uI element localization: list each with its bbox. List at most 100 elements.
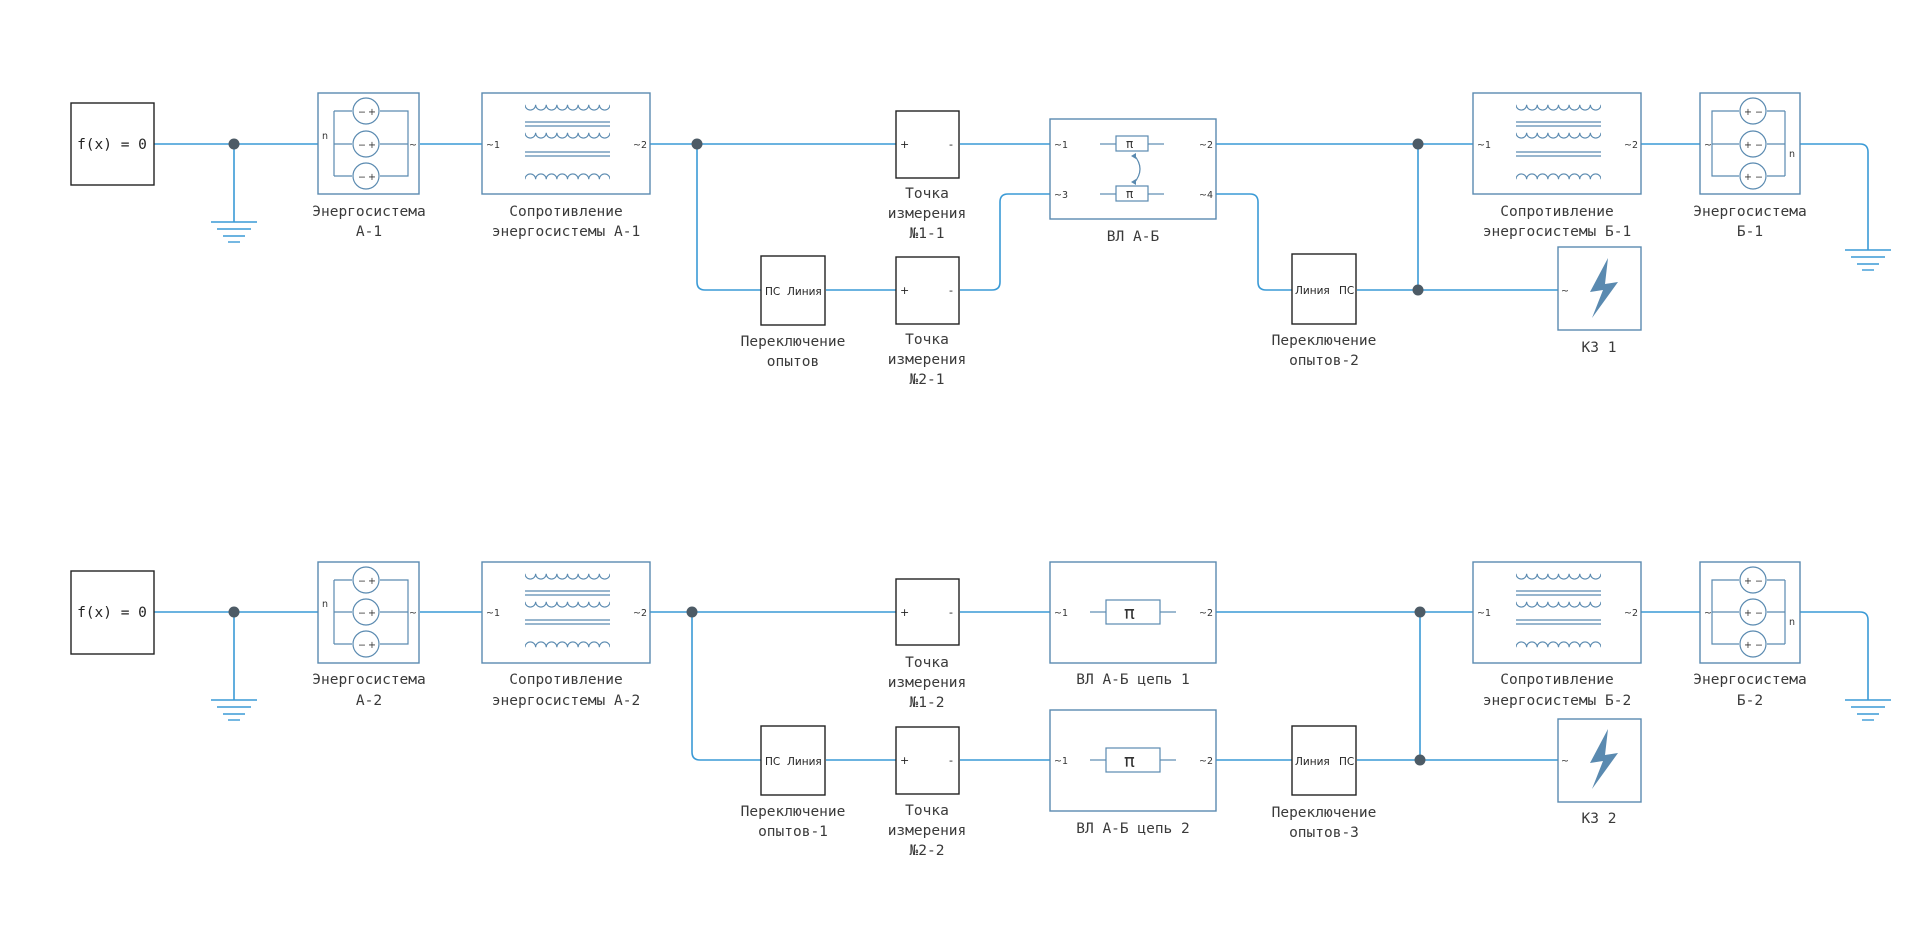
experiment-switch-3[interactable]: Линия ПС <box>1291 725 1357 796</box>
svg-text:+: + <box>1744 576 1752 587</box>
measurement-point-2-1[interactable]: + - <box>895 256 960 325</box>
svg-text:+: + <box>1744 107 1752 118</box>
port-2: ~2 <box>633 608 647 619</box>
svg-text:+: + <box>1744 172 1752 183</box>
svg-text:−: − <box>358 608 366 619</box>
ground-icon <box>1845 249 1891 271</box>
impedance-b2[interactable]: ~1 ~2 <box>1472 561 1642 664</box>
solver-block[interactable]: f(x) = 0 <box>70 102 155 186</box>
svg-text:−: − <box>1755 576 1763 587</box>
port-minus: - <box>949 606 953 619</box>
port-4: ~4 <box>1199 190 1213 201</box>
overhead-line-ab-circuit-1[interactable]: π ~1 ~2 <box>1049 561 1217 664</box>
ground-icon <box>1845 699 1891 721</box>
port-minus: - <box>949 284 953 297</box>
port-tilde: ~ <box>1704 608 1712 619</box>
svg-text:+: + <box>368 576 376 587</box>
measurement-point-1-1[interactable]: + - <box>895 110 960 179</box>
experiment-switch-2[interactable]: Линия ПС <box>1291 253 1357 325</box>
power-source-a1[interactable]: −+ −+ −+ n ~ <box>317 92 420 195</box>
experiment-switch[interactable]: ПС Линия <box>760 255 826 326</box>
port-right: ПС <box>1339 285 1354 297</box>
svg-text:+: + <box>1744 608 1752 619</box>
port-right: ПС <box>1339 756 1354 768</box>
port-2: ~2 <box>633 140 647 151</box>
svg-text:+: + <box>368 140 376 151</box>
junction-node <box>686 606 698 618</box>
port-n: n <box>322 599 328 610</box>
short-circuit-1[interactable]: ~ <box>1557 246 1642 331</box>
impedance-a2[interactable]: ~1 ~2 <box>481 561 651 664</box>
port-tilde: ~ <box>1561 756 1569 767</box>
port-left: Линия <box>1295 285 1330 297</box>
measurement-point-1-2[interactable]: + - <box>895 578 960 646</box>
port-plus: + <box>900 284 909 297</box>
port-tilde: ~ <box>1704 140 1712 151</box>
svg-text:π: π <box>1126 187 1133 201</box>
svg-text:−: − <box>358 576 366 587</box>
power-source-a2[interactable]: −+ −+ −+ n ~ <box>317 561 420 664</box>
short-circuit-1-label: КЗ 1 <box>1582 340 1617 356</box>
svg-text:−: − <box>358 640 366 651</box>
svg-text:−: − <box>358 107 366 118</box>
impedance-b1[interactable]: ~1 ~2 <box>1472 92 1642 195</box>
port-minus: - <box>949 138 953 151</box>
svg-text:−: − <box>358 172 366 183</box>
port-right: Линия <box>787 286 822 298</box>
power-source-b2[interactable]: +− +− +− ~ n <box>1699 561 1801 664</box>
port-n: n <box>1789 149 1795 160</box>
port-1: ~1 <box>1054 756 1068 767</box>
port-3: ~3 <box>1054 190 1068 201</box>
port-tilde: ~ <box>409 608 417 619</box>
junction-node <box>228 138 240 150</box>
junction-node <box>228 606 240 618</box>
solver-block[interactable]: f(x) = 0 <box>70 570 155 655</box>
port-1: ~1 <box>486 608 500 619</box>
port-right: Линия <box>787 756 822 768</box>
junction-node <box>1414 606 1426 618</box>
short-circuit-2[interactable]: ~ <box>1557 718 1642 803</box>
port-tilde: ~ <box>409 140 417 151</box>
svg-text:π: π <box>1126 137 1133 151</box>
port-minus: - <box>949 754 953 767</box>
overhead-line-ab[interactable]: π π ~1 ~3 ~2 ~4 <box>1049 118 1217 220</box>
overhead-line-ab-circuit-2-label: ВЛ А-Б цепь 2 <box>1076 821 1190 837</box>
svg-text:+: + <box>368 107 376 118</box>
port-1: ~1 <box>1054 140 1068 151</box>
svg-text:−: − <box>1755 640 1763 651</box>
svg-text:+: + <box>1744 640 1752 651</box>
svg-text:−: − <box>1755 172 1763 183</box>
svg-text:−: − <box>358 140 366 151</box>
impedance-a1[interactable]: ~1 ~2 <box>481 92 651 195</box>
svg-text:π: π <box>1124 751 1135 772</box>
port-tilde: ~ <box>1561 286 1569 297</box>
measurement-point-2-2[interactable]: + - <box>895 726 960 795</box>
lightning-icon <box>1590 729 1618 789</box>
overhead-line-ab-circuit-2[interactable]: π ~1 ~2 <box>1049 709 1217 812</box>
svg-text:π: π <box>1124 603 1135 624</box>
port-n: n <box>1789 617 1795 628</box>
port-plus: + <box>900 754 909 767</box>
experiment-switch-1[interactable]: ПС Линия <box>760 725 826 796</box>
power-source-b1[interactable]: +− +− +− ~ n <box>1699 92 1801 195</box>
port-left: Линия <box>1295 756 1330 768</box>
svg-text:+: + <box>368 172 376 183</box>
port-1: ~1 <box>1054 608 1068 619</box>
port-2: ~2 <box>1624 140 1638 151</box>
svg-text:+: + <box>368 640 376 651</box>
port-1: ~1 <box>1477 140 1491 151</box>
port-1: ~1 <box>1477 608 1491 619</box>
